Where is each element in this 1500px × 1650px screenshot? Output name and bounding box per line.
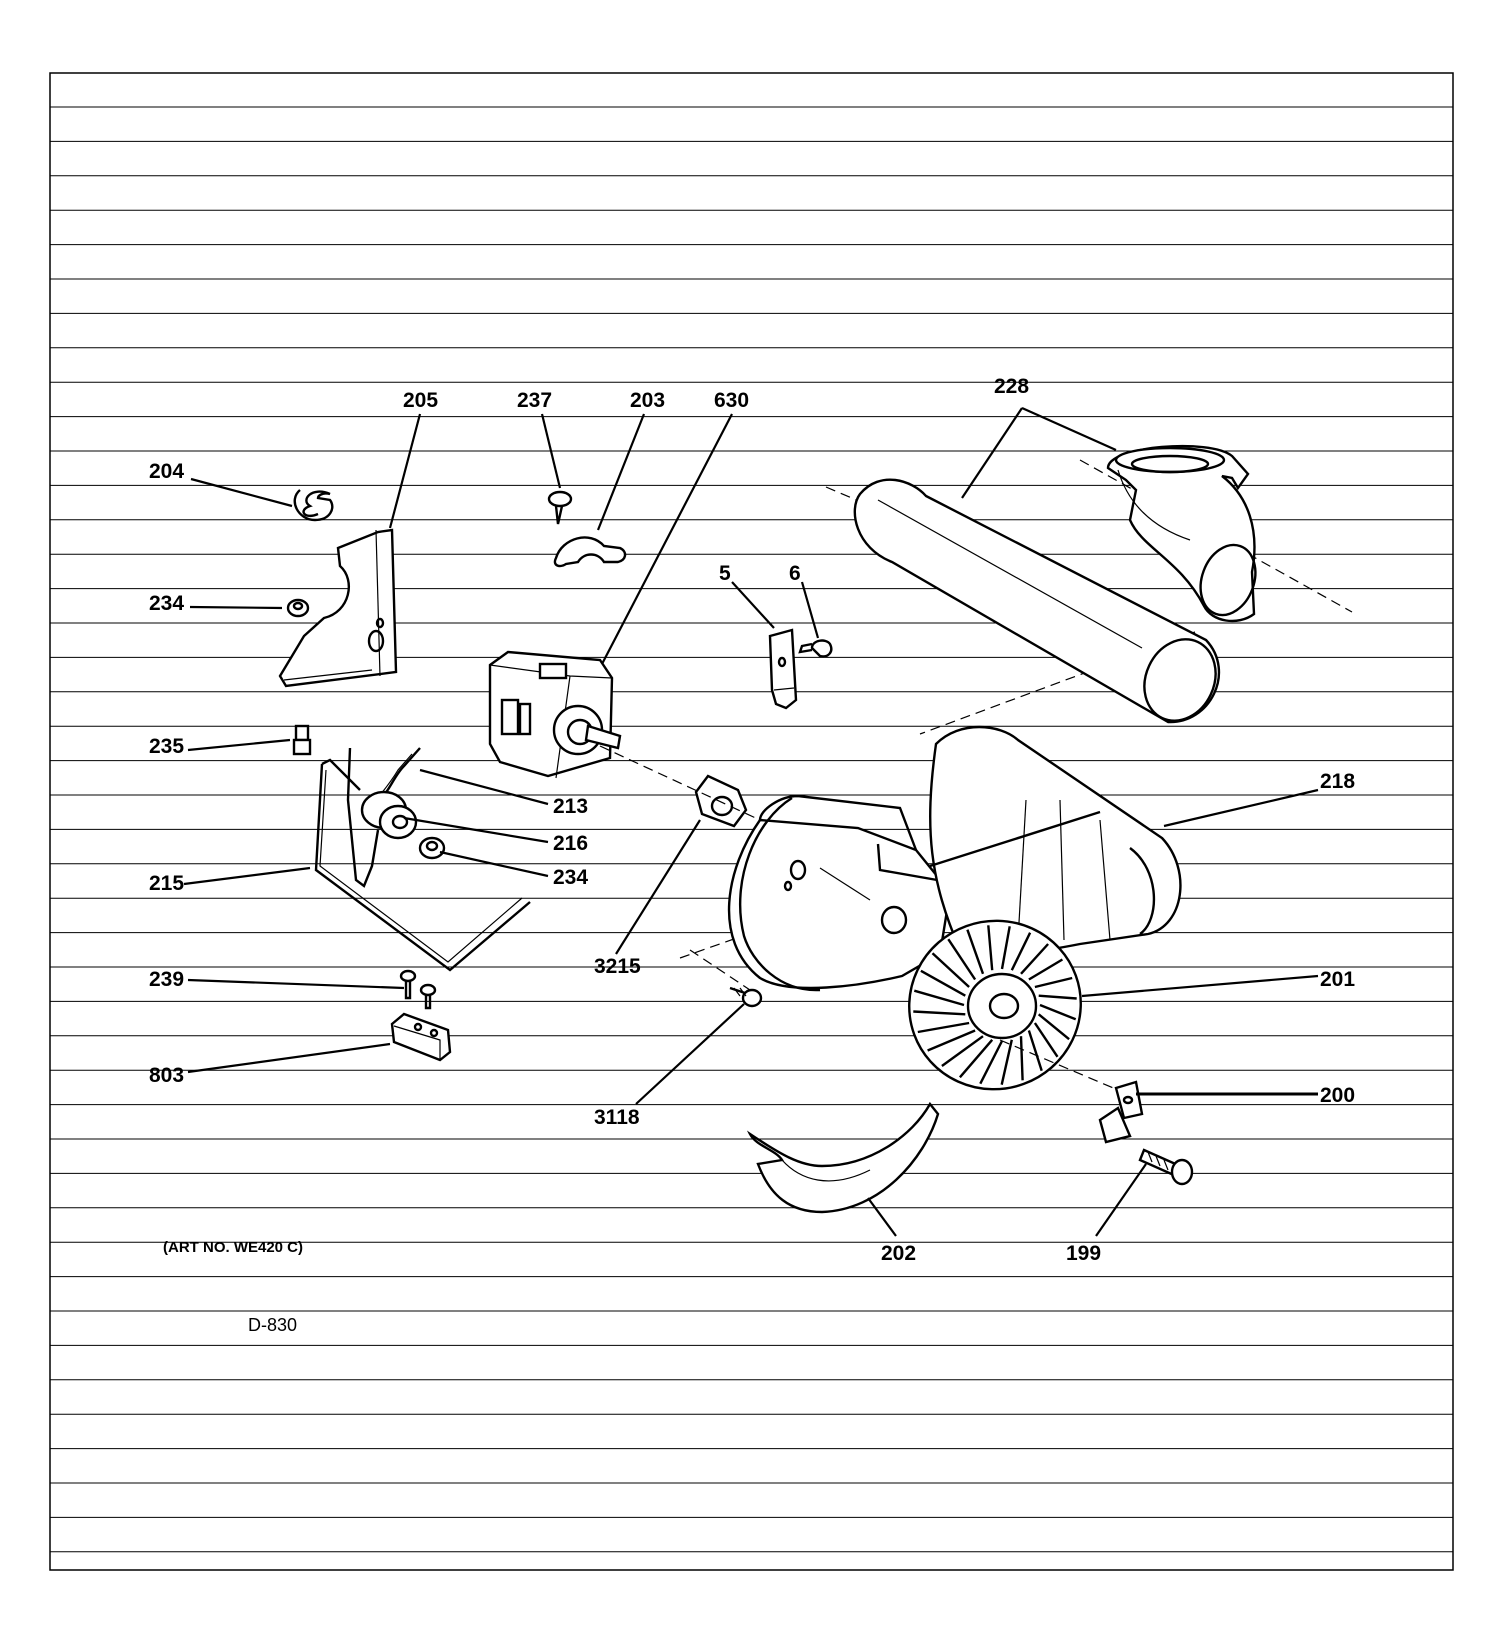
blower-fin <box>947 938 977 981</box>
part-228-exhaust-duct <box>825 444 1353 735</box>
blower-fin <box>1027 1030 1043 1072</box>
label-204: 204 <box>149 460 184 483</box>
label-216: 216 <box>553 832 588 855</box>
part-216-idler-pulley <box>360 790 418 840</box>
blower-fin <box>966 929 985 975</box>
label-3118: 3118 <box>594 1106 640 1129</box>
label-199: 199 <box>1066 1242 1101 1265</box>
part-blower-housing <box>599 745 987 992</box>
blower-fin <box>1038 994 1077 1000</box>
label-235: 235 <box>149 735 184 758</box>
blower-fin <box>927 1029 976 1052</box>
art-number: (ART NO. WE420 C) <box>163 1239 303 1256</box>
blower-fin <box>920 969 966 997</box>
label-3215: 3215 <box>594 955 641 978</box>
blower-fin <box>1000 1039 1013 1085</box>
blower-fin <box>1010 932 1032 971</box>
part-5-bracket <box>768 628 798 710</box>
part-218-duct <box>929 725 1182 956</box>
label-630: 630 <box>714 389 749 412</box>
label-228: 228 <box>994 375 1029 398</box>
label-239: 239 <box>149 968 184 991</box>
blower-fin <box>1037 1013 1070 1041</box>
label-237: 237 <box>517 389 552 412</box>
label-213: 213 <box>553 795 588 818</box>
label-200: 200 <box>1320 1084 1355 1107</box>
ruled-frame <box>49 72 1454 1571</box>
part-239-screws <box>399 969 437 1010</box>
part-202-shield <box>746 1101 940 1214</box>
part-205-bracket <box>278 528 398 688</box>
part-3118-screw <box>729 986 763 1008</box>
blower-fin <box>913 1010 966 1016</box>
label-234-lower: 234 <box>553 866 588 889</box>
label-202: 202 <box>881 1242 916 1265</box>
part-199-bolt <box>1138 1148 1194 1186</box>
part-235-bolt <box>292 724 312 756</box>
blower-fin <box>1034 976 1073 989</box>
blower-fin <box>1028 958 1064 981</box>
part-204-clip <box>293 489 334 522</box>
blower-fin <box>1019 1036 1024 1081</box>
part-234-nut-lower <box>418 836 446 860</box>
label-215: 215 <box>149 872 184 895</box>
label-205: 205 <box>403 389 438 412</box>
diagram-code: D-830 <box>248 1315 297 1335</box>
blower-fin <box>1000 926 1011 970</box>
part-201-blower-wheel <box>908 919 1082 1091</box>
blower-fin <box>917 1021 970 1034</box>
blower-fin <box>1020 943 1049 975</box>
blower-fin <box>1039 1003 1077 1021</box>
label-234-upper: 234 <box>149 592 184 615</box>
blower-fin <box>913 989 965 1007</box>
part-803-block <box>390 1012 452 1062</box>
part-237-screw <box>547 490 573 525</box>
blower-fin <box>987 925 994 971</box>
label-5: 5 <box>719 562 731 585</box>
blower-fin <box>979 1040 1004 1085</box>
part-630-motor <box>488 650 622 779</box>
part-203-clamp <box>553 536 627 568</box>
blower-fin <box>931 952 970 988</box>
leader-lines <box>183 406 1319 1237</box>
label-218: 218 <box>1320 770 1355 793</box>
label-201: 201 <box>1320 968 1355 991</box>
part-6-screw <box>798 639 833 658</box>
label-6: 6 <box>789 562 801 585</box>
blower-fin <box>958 1039 994 1079</box>
part-215-idler-arm <box>314 747 531 972</box>
label-803: 803 <box>149 1064 184 1087</box>
part-234-nut-upper <box>286 598 310 618</box>
part-3215-bearing <box>694 774 748 828</box>
blower-fin <box>1033 1022 1059 1058</box>
blower-fin <box>941 1035 984 1067</box>
part-labels: 205 237 203 630 228 204 234 5 6 235 213 … <box>149 375 1355 1335</box>
part-200-clip <box>999 1039 1144 1144</box>
label-203: 203 <box>630 389 665 412</box>
